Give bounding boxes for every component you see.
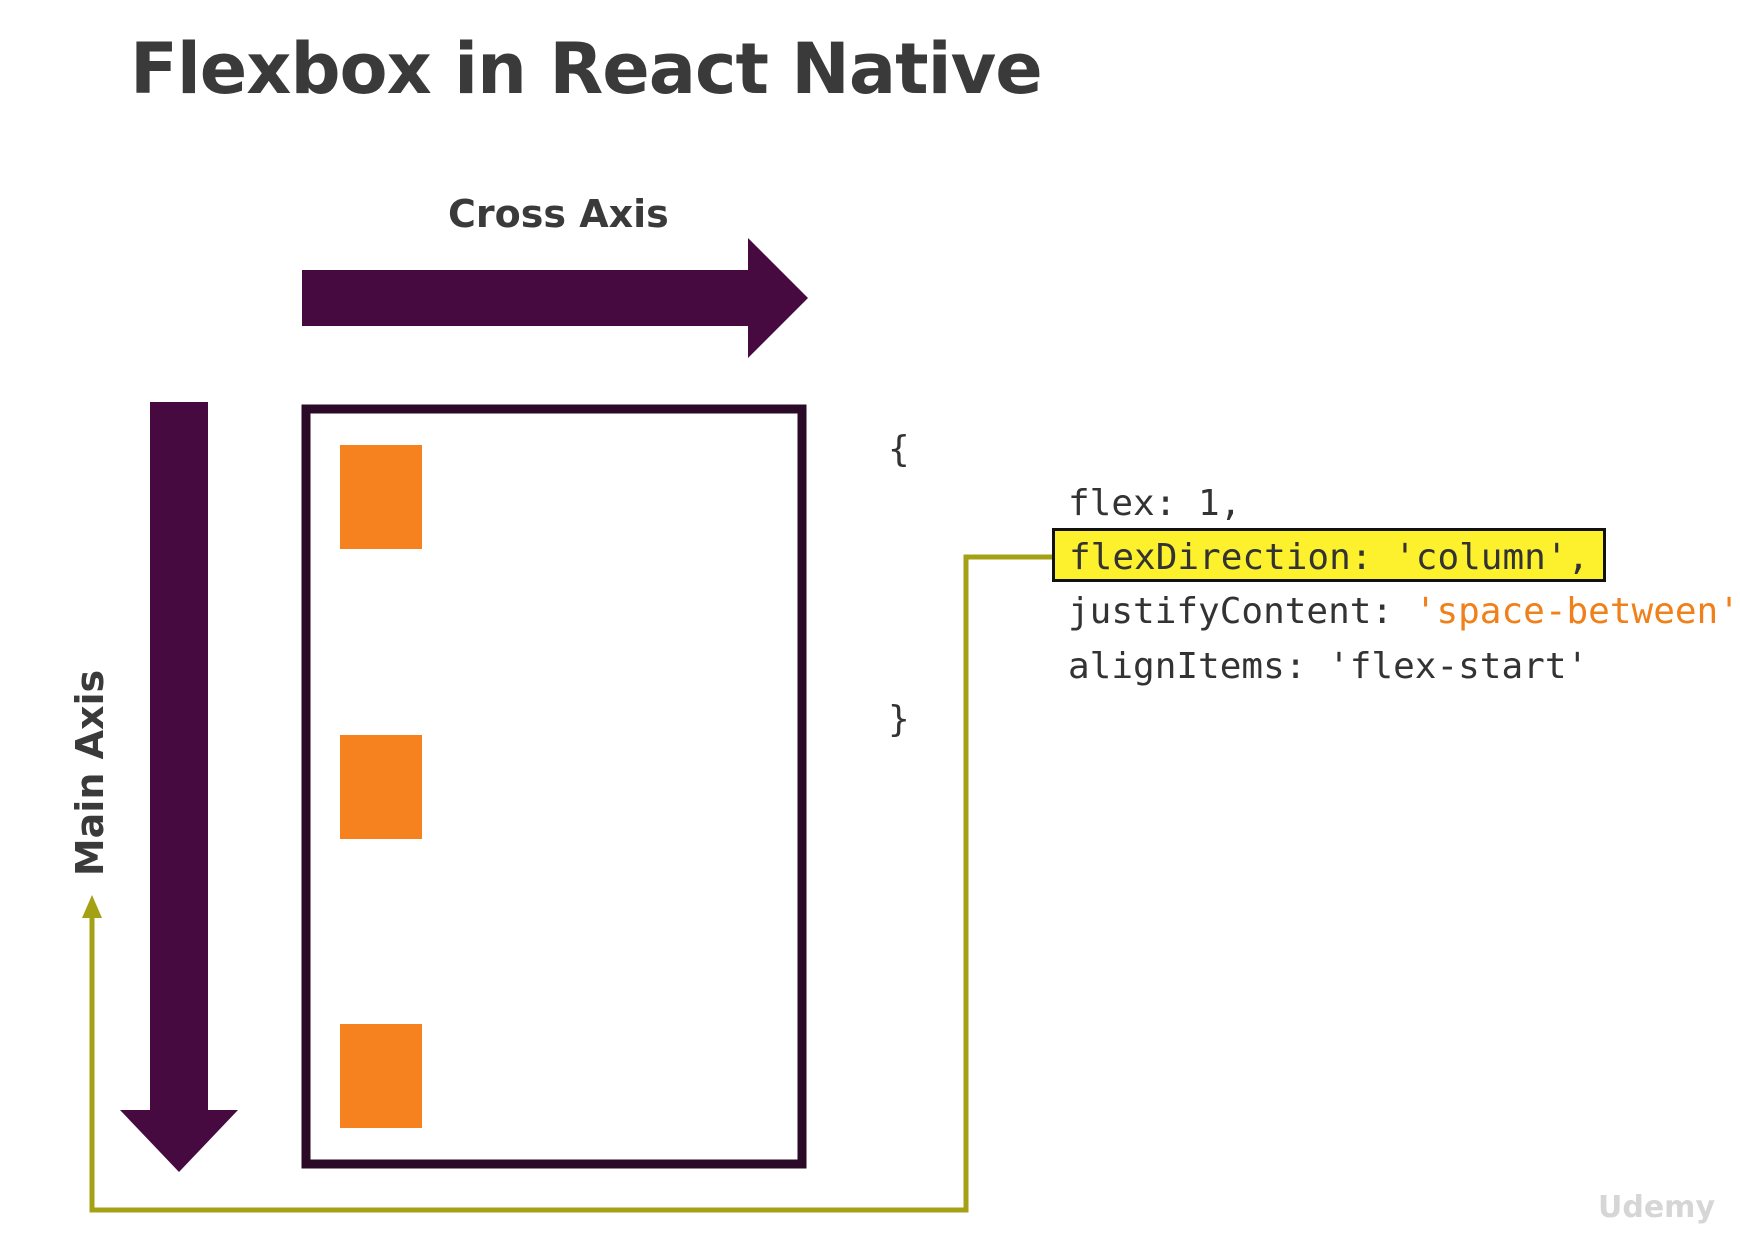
- code-justify-content-line: justifyContent: 'space-between',: [1068, 588, 1740, 636]
- code-flex-direction-highlight: flexDirection: 'column',: [1052, 528, 1607, 582]
- code-align-items-line: alignItems: 'flex-start': [1068, 646, 1589, 687]
- cross-axis-label: Cross Axis: [448, 192, 669, 236]
- cross-axis-arrow: [302, 238, 808, 358]
- justify-content-value: 'space-between': [1414, 591, 1740, 632]
- connector-line: [89, 554, 1052, 1213]
- code-open-brace: {: [888, 429, 910, 470]
- flex-item-1: [340, 445, 422, 549]
- connector-arrowhead: [82, 895, 102, 918]
- main-axis-arrow: [120, 402, 238, 1172]
- flex-container-box: [301, 404, 807, 1169]
- code-flex-line: flex: 1,: [1068, 483, 1242, 524]
- flex-item-3: [340, 1024, 422, 1128]
- justify-content-key: justifyContent:: [1068, 591, 1415, 632]
- flex-item-2: [340, 735, 422, 839]
- udemy-watermark: Udemy: [1598, 1190, 1715, 1225]
- code-close-brace: }: [888, 699, 910, 740]
- page-title: Flexbox in React Native: [130, 28, 1043, 110]
